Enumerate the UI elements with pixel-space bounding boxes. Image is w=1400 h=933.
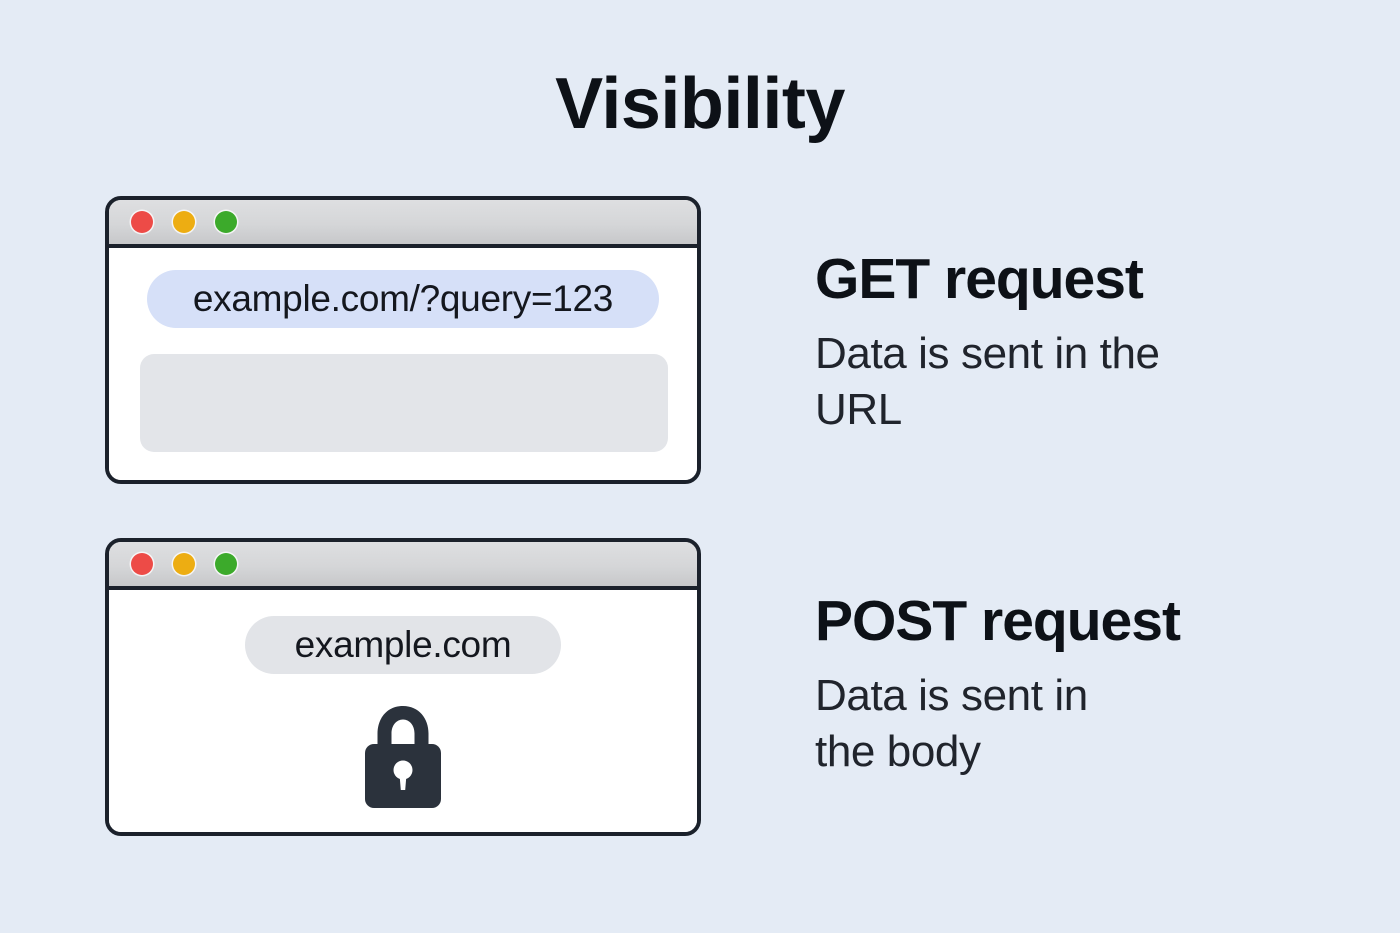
window-viewport: example.com/?query=123 [109, 248, 697, 480]
close-button-icon[interactable] [131, 211, 153, 233]
browser-window-get: example.com/?query=123 [105, 196, 701, 484]
get-description-line-1: Data is sent in the [815, 328, 1160, 378]
info-block-get: GET request Data is sent in the URL [815, 247, 1285, 438]
minimize-button-icon[interactable] [173, 211, 195, 233]
lock-icon [355, 702, 451, 812]
maximize-button-icon[interactable] [215, 211, 237, 233]
post-description-line-2: the body [815, 726, 981, 776]
page-content-placeholder [140, 354, 668, 452]
info-block-post: POST request Data is sent in the body [815, 589, 1285, 780]
window-titlebar [109, 200, 697, 248]
post-request-description: Data is sent in the body [815, 668, 1285, 780]
post-request-heading: POST request [815, 589, 1181, 653]
traffic-lights [131, 553, 237, 575]
url-bar-get[interactable]: example.com/?query=123 [147, 270, 659, 328]
get-description-line-2: URL [815, 384, 902, 434]
close-button-icon[interactable] [131, 553, 153, 575]
traffic-lights [131, 211, 237, 233]
maximize-button-icon[interactable] [215, 553, 237, 575]
minimize-button-icon[interactable] [173, 553, 195, 575]
page-title: Visibility [555, 64, 845, 144]
get-request-heading: GET request [815, 247, 1144, 311]
window-viewport: example.com [109, 590, 697, 832]
get-request-description: Data is sent in the URL [815, 326, 1285, 438]
lock-icon-container [109, 702, 697, 812]
browser-window-post: example.com [105, 538, 701, 836]
window-titlebar [109, 542, 697, 590]
url-bar-post[interactable]: example.com [245, 616, 561, 674]
post-description-line-1: Data is sent in [815, 670, 1088, 720]
